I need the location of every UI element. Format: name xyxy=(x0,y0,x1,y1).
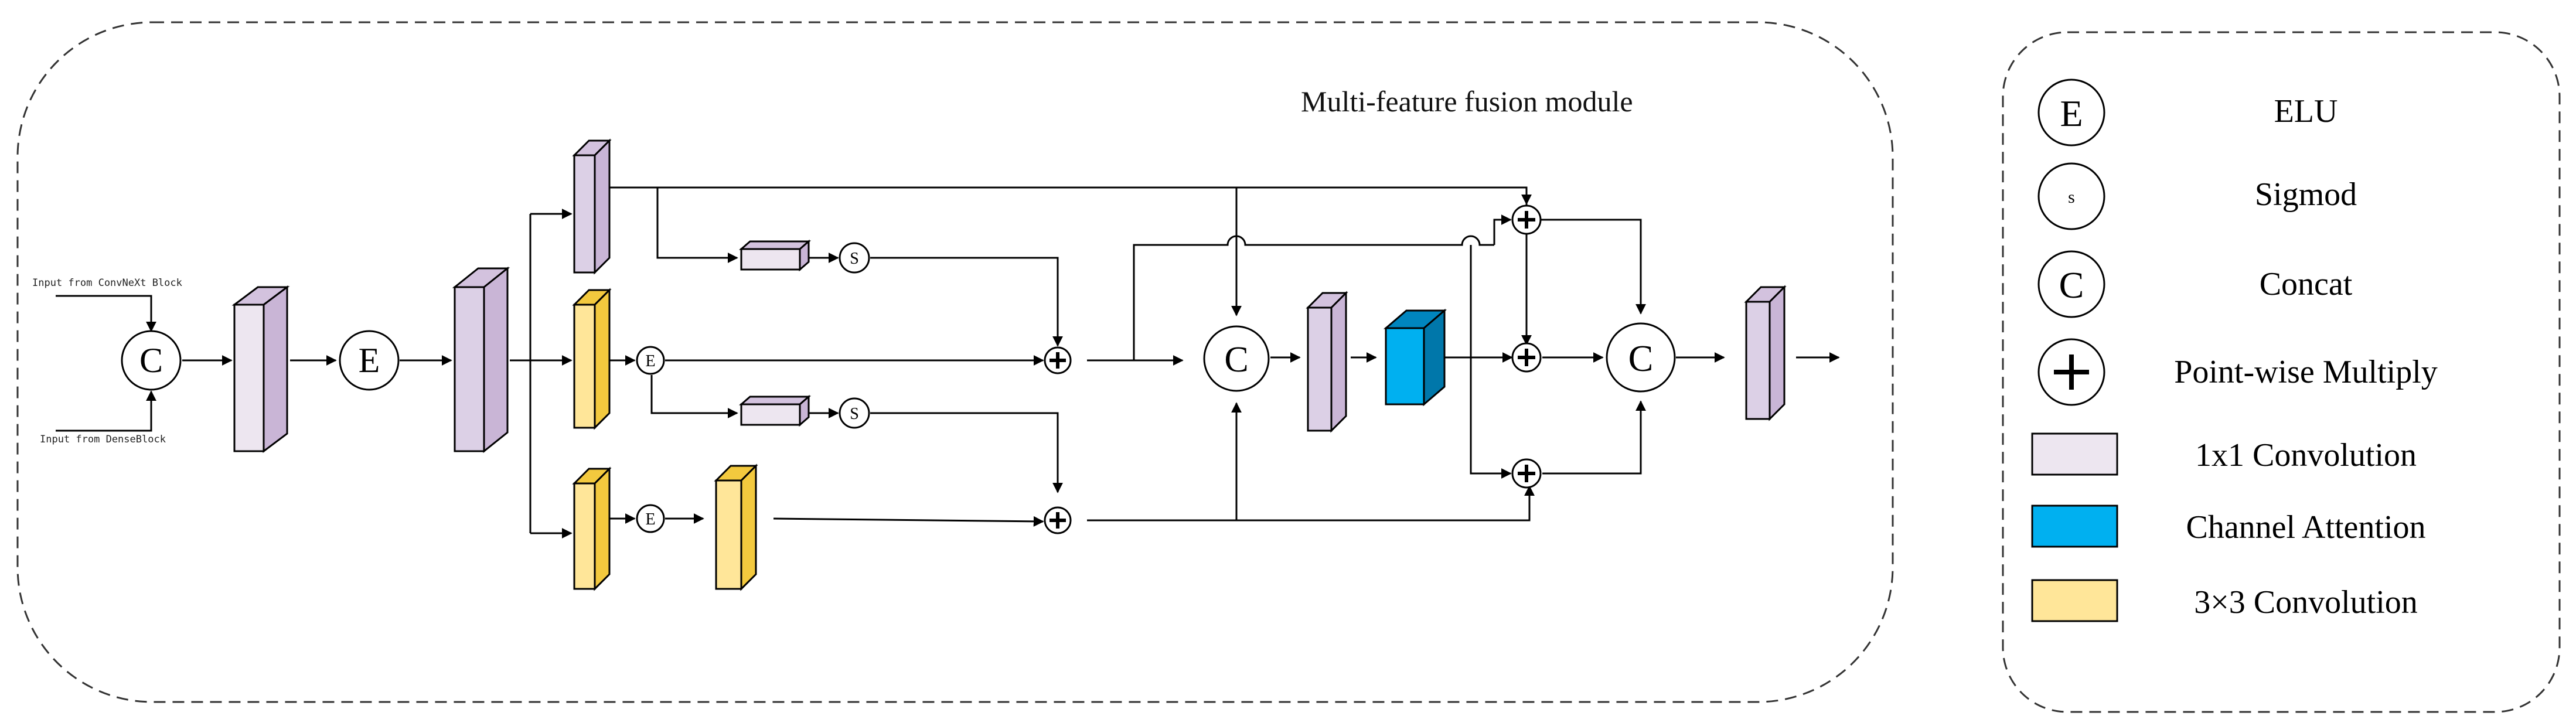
legend-sigmoid-symbol xyxy=(2037,162,2105,230)
input-label-denseblock: Input from DenseBlock xyxy=(40,434,166,445)
legend-conv3x3-swatch xyxy=(2031,579,2118,622)
conv1x1-small-mid xyxy=(738,394,812,427)
legend-elu: E ELU xyxy=(2037,79,2338,146)
conv1x1-small-top xyxy=(738,239,812,272)
conv1x1-block-output xyxy=(1744,285,1787,421)
line-input-bottom xyxy=(56,390,156,432)
legend-frame xyxy=(2002,31,2561,713)
concat-node-2: C xyxy=(1203,325,1270,392)
svg-text:E: E xyxy=(645,352,655,370)
line-mult2-concat2 xyxy=(1087,402,1242,522)
conv3x3-block-bottom xyxy=(572,466,612,591)
connection-lines xyxy=(56,186,1840,538)
line-mult2-right xyxy=(1236,485,1535,522)
line-multtop-concat3 xyxy=(1541,219,1646,315)
svg-text:C: C xyxy=(2059,264,2084,306)
multiply-node-top-right xyxy=(1511,204,1542,235)
svg-text:E: E xyxy=(359,341,380,380)
legend-conv3x3-label: 3×3 Convolution xyxy=(2194,584,2418,621)
line-conv-mult2 xyxy=(773,516,1044,527)
conv3x3-block-bottom-2 xyxy=(714,463,758,591)
svg-text:S: S xyxy=(850,250,859,268)
svg-text:E: E xyxy=(2060,93,2083,134)
line-input-top xyxy=(56,295,156,332)
module-title: Multi-feature fusion module xyxy=(1301,85,1633,118)
line-elu2-conv-s2 xyxy=(650,375,738,418)
legend-channel-attention: Channel Attention xyxy=(2031,505,2426,548)
legend-concat-label: Concat xyxy=(2260,266,2353,302)
elu-node-1: E xyxy=(339,330,400,391)
conv1x1-block-2 xyxy=(452,266,510,454)
sigmoid-node-mid: S xyxy=(839,397,870,429)
legend-sigmoid-label: Sigmod xyxy=(2255,176,2357,213)
legend-conv1x1: 1x1 Convolution xyxy=(2031,432,2417,476)
line-vert-right xyxy=(1470,245,1512,479)
conv3x3-block-mid xyxy=(572,288,612,430)
conv1x1-block-top xyxy=(572,138,612,275)
conv1x1-block-1 xyxy=(231,285,290,453)
svg-text:C: C xyxy=(1224,340,1248,380)
multiply-node-1 xyxy=(1044,346,1072,374)
concat-node-1: C xyxy=(121,330,182,391)
legend-sigmoid: s Sigmod xyxy=(2037,162,2357,230)
legend-concat: C Concat xyxy=(2037,250,2353,318)
multiply-node-mid-right xyxy=(1511,342,1542,373)
svg-text:C: C xyxy=(139,341,163,380)
channel-attention-block xyxy=(1383,308,1447,407)
line-multbot-concat3 xyxy=(1542,400,1646,475)
legend-conv3x3: 3×3 Convolution xyxy=(2031,579,2418,622)
line-top-long xyxy=(609,186,1532,205)
legend-concat-symbol xyxy=(2037,250,2105,318)
svg-text:s: s xyxy=(2068,188,2075,207)
svg-text:E: E xyxy=(645,510,655,529)
legend-channel-attention-swatch xyxy=(2031,505,2118,548)
line-mult1-up xyxy=(1133,235,1494,360)
legend-elu-label: ELU xyxy=(2274,93,2338,129)
legend-conv1x1-swatch xyxy=(2031,432,2118,476)
svg-text:C: C xyxy=(1628,338,1654,379)
multiply-node-bottom-right xyxy=(1511,458,1542,489)
elu-node-bottom: E xyxy=(636,504,665,533)
legend-channel-attention-label: Channel Attention xyxy=(2186,509,2425,546)
line-s1-mult1 xyxy=(870,257,1063,347)
line-s2-mult2 xyxy=(870,412,1063,493)
legend-multiply-label: Point-wise Multiply xyxy=(2174,354,2438,390)
sigmoid-node-top: S xyxy=(839,242,870,274)
input-label-convnext: Input from ConvNeXt Block xyxy=(32,277,182,289)
legend-conv1x1-label: 1x1 Convolution xyxy=(2195,437,2417,473)
line-up-to-mult-top xyxy=(1493,214,1512,245)
line-top-to-conv-s1 xyxy=(656,188,738,263)
legend-elu-symbol xyxy=(2037,79,2105,146)
elu-node-mid: E xyxy=(636,346,665,375)
svg-text:S: S xyxy=(850,405,859,423)
concat-node-3: C xyxy=(1606,322,1676,393)
legend-multiply: Point-wise Multiply xyxy=(2037,338,2438,406)
conv1x1-block-3 xyxy=(1306,291,1348,433)
multiply-node-2 xyxy=(1044,506,1072,534)
